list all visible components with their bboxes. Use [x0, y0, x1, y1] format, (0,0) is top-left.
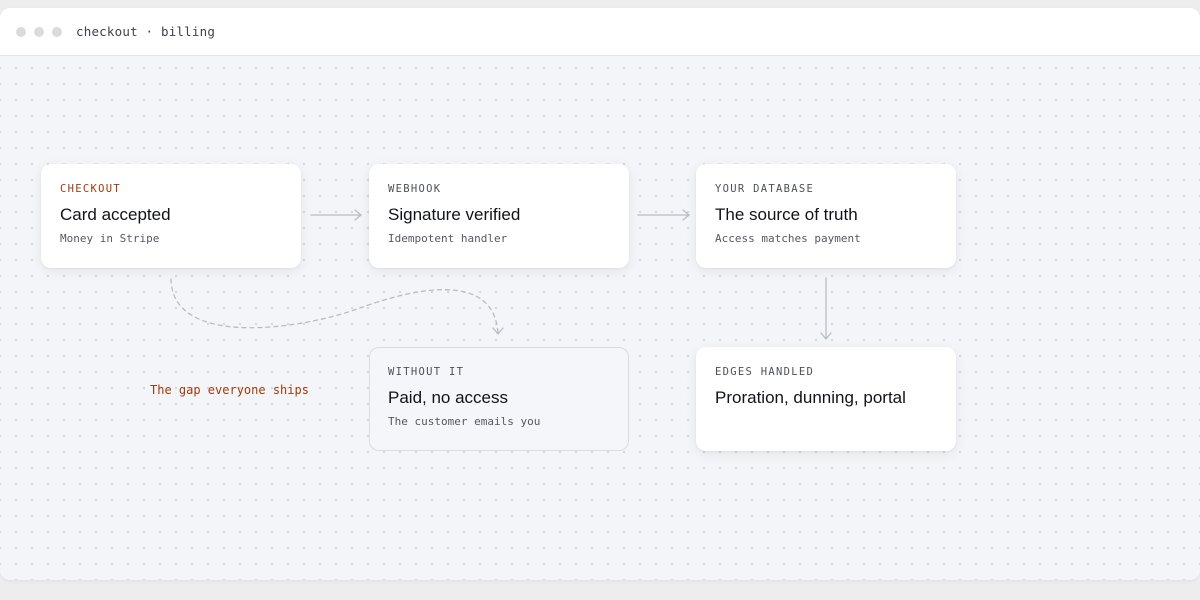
node-title: Proration, dunning, portal — [715, 388, 906, 407]
node-title: The source of truth — [715, 205, 858, 224]
node-subtitle: Idempotent handler — [388, 232, 508, 245]
title-bar: checkout · billing — [0, 8, 1200, 56]
dashed-gap-path — [170, 278, 499, 335]
arrow-head — [492, 327, 504, 335]
node-kicker: WITHOUT IT — [388, 366, 465, 378]
node-subtitle: Access matches payment — [715, 232, 861, 245]
node-subtitle: Money in Stripe — [60, 232, 160, 245]
node-checkout[interactable]: CHECKOUT Card accepted Money in Stripe — [41, 164, 301, 268]
app-window: checkout · billing CHECKOUT Card accepte… — [0, 8, 1200, 580]
arrow-head — [354, 209, 362, 221]
window-dot-icon[interactable] — [34, 27, 44, 37]
node-kicker: CHECKOUT — [60, 183, 121, 195]
node-database[interactable]: YOUR DATABASE The source of truth Access… — [696, 164, 956, 268]
node-title: Signature verified — [388, 205, 521, 224]
window-title: checkout · billing — [76, 24, 216, 39]
arrow-head — [820, 332, 832, 340]
node-kicker: YOUR DATABASE — [715, 183, 815, 195]
connectors — [170, 209, 832, 340]
node-without-it[interactable]: WITHOUT IT Paid, no access The customer … — [369, 347, 629, 451]
node-kicker: EDGES HANDLED — [715, 366, 815, 378]
arrow-head — [682, 209, 690, 221]
node-title: Card accepted — [60, 205, 171, 224]
node-title: Paid, no access — [388, 388, 509, 407]
node-subtitle: The customer emails you — [388, 415, 541, 428]
node-webhook[interactable]: WEBHOOK Signature verified Idempotent ha… — [369, 164, 629, 268]
node-kicker: WEBHOOK — [388, 183, 442, 195]
window-dot-icon[interactable] — [16, 27, 26, 37]
node-edges-handled[interactable]: EDGES HANDLED Proration, dunning, portal — [696, 347, 956, 451]
gap-annotation: The gap everyone ships — [150, 383, 309, 397]
window-dot-icon[interactable] — [52, 27, 62, 37]
